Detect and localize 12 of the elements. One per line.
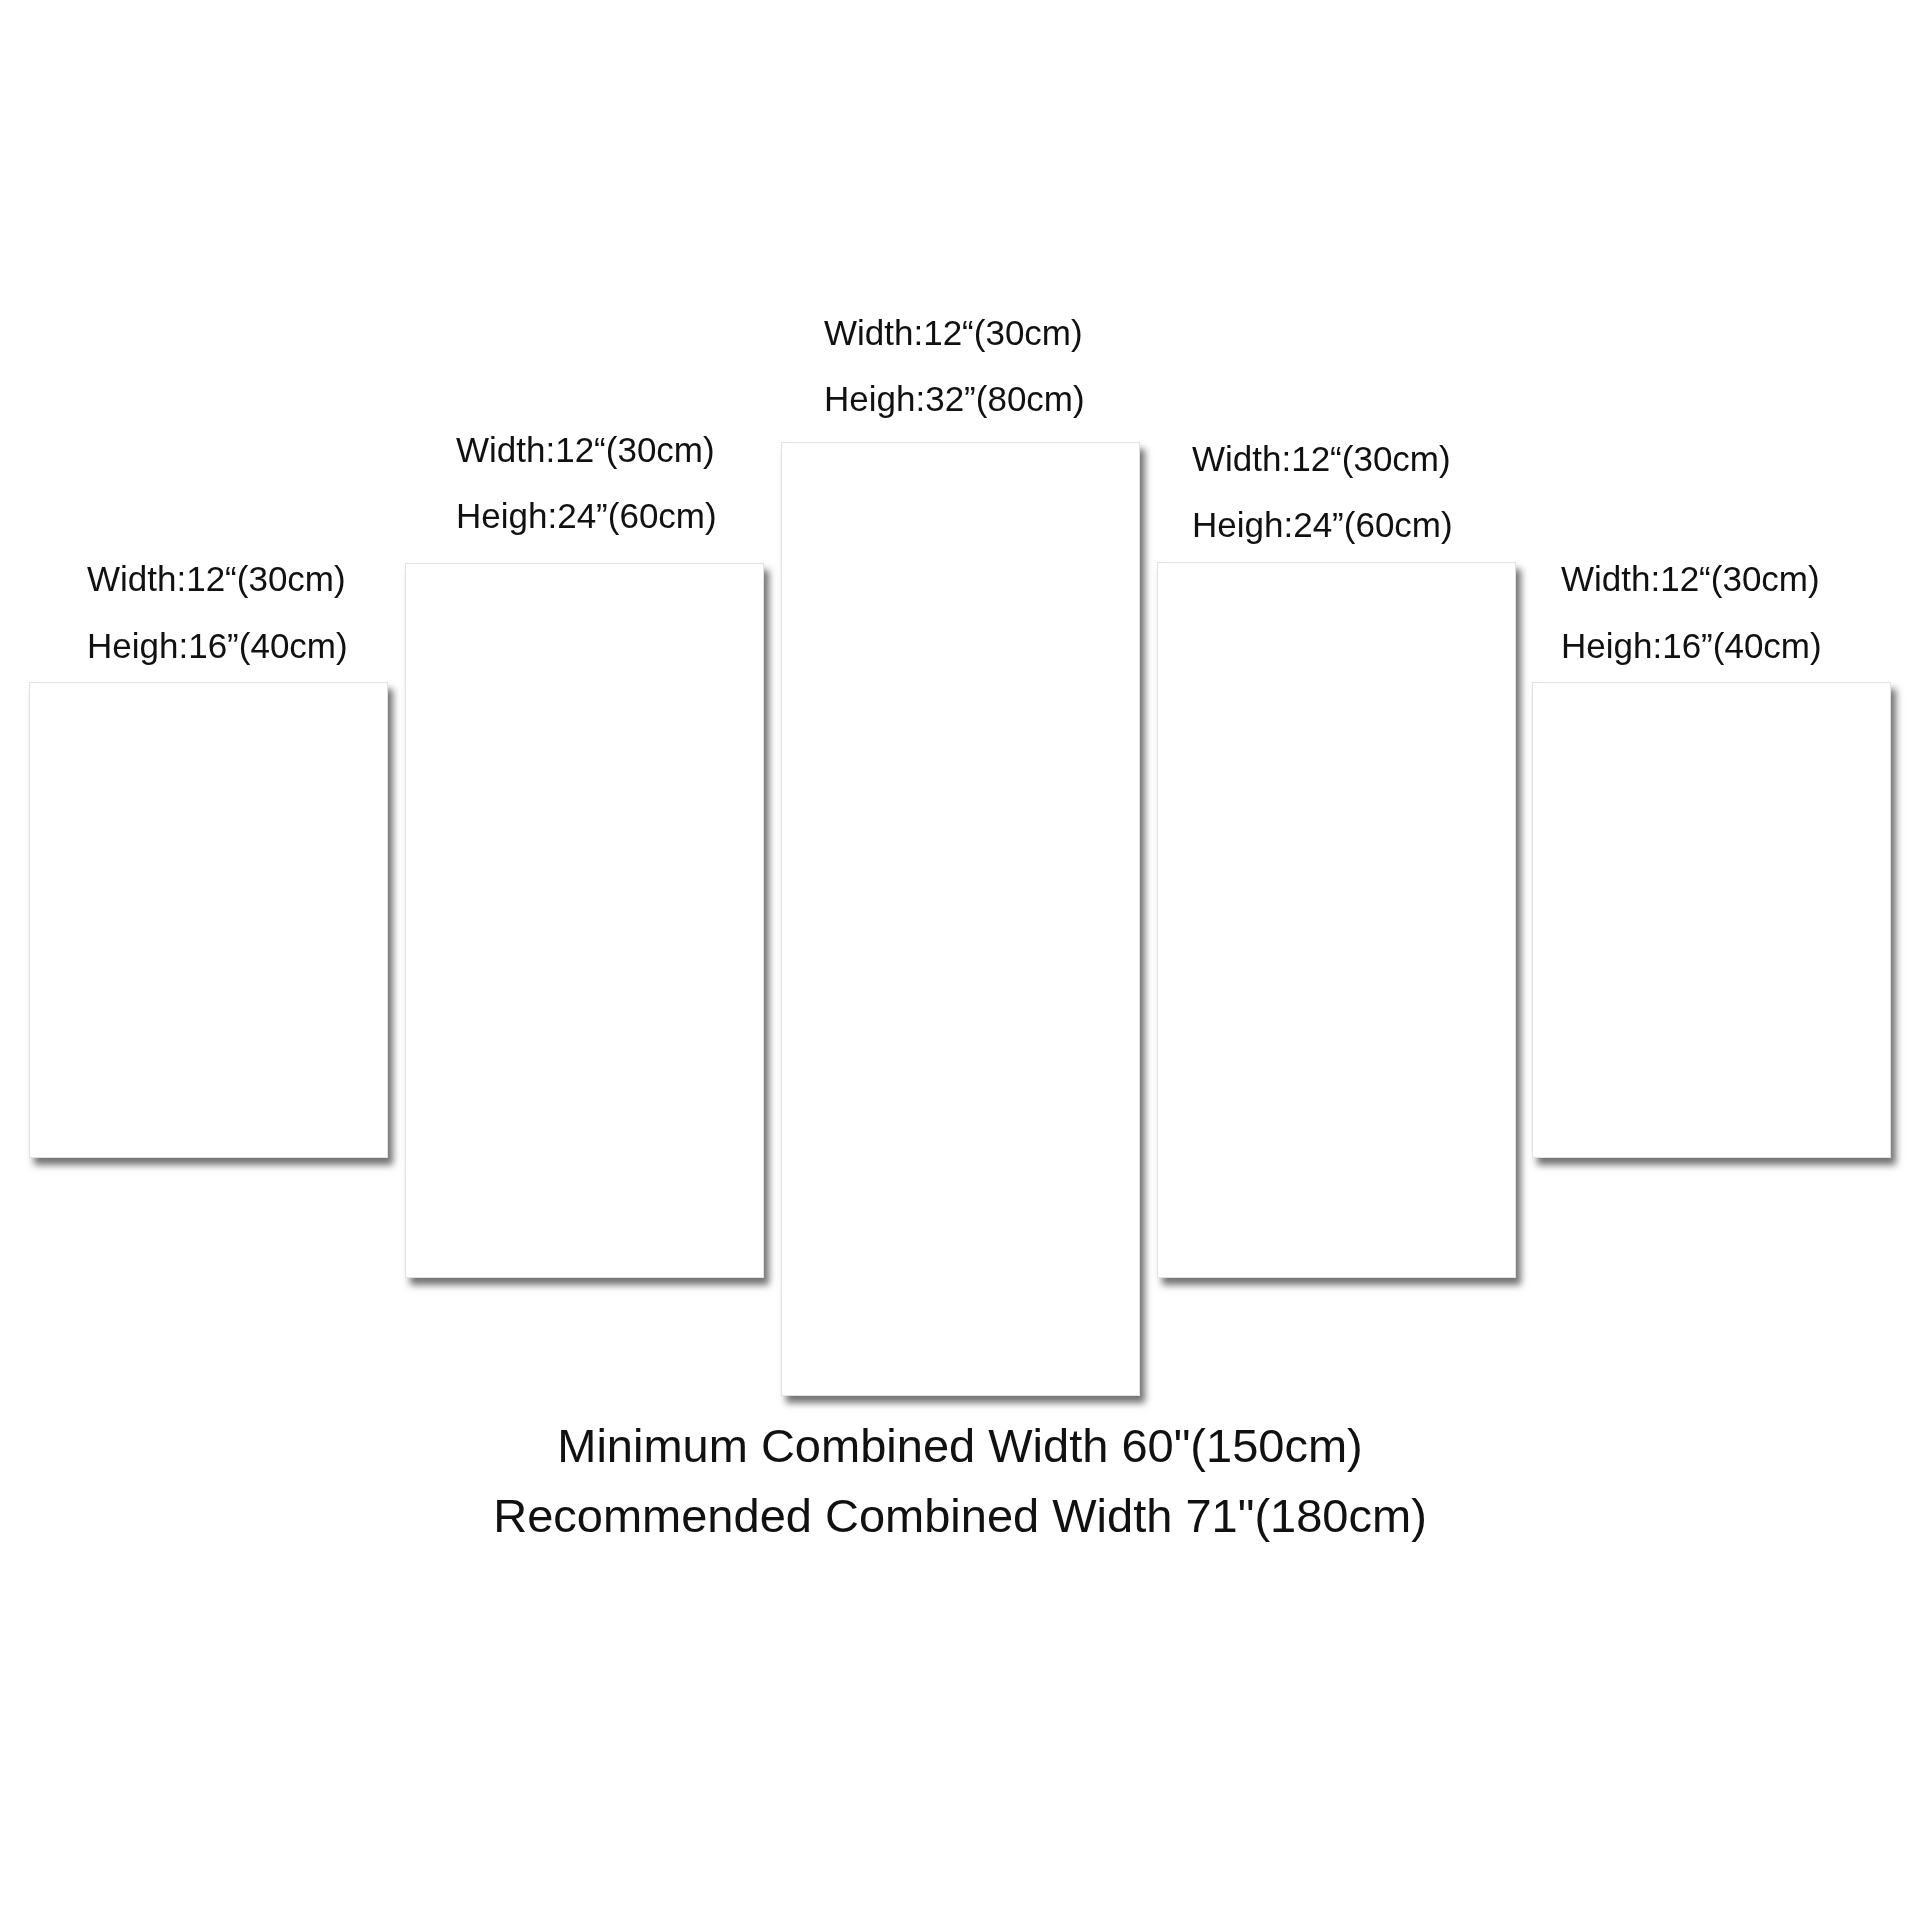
width-dimension: Width:12“(30cm) — [1561, 559, 1820, 599]
height-dimension: Heigh:24”(60cm) — [456, 496, 717, 536]
combined-width-note: Recommended Combined Width 71"(180cm) — [493, 1488, 1427, 1544]
height-dimension: Heigh:16”(40cm) — [87, 626, 348, 666]
height-dimension: Heigh:16”(40cm) — [1561, 626, 1822, 666]
height-dimension: Heigh:24”(60cm) — [1192, 505, 1453, 545]
width-dimension: Width:12“(30cm) — [1192, 439, 1451, 479]
width-dimension: Width:12“(30cm) — [824, 313, 1083, 353]
combined-width-note: Minimum Combined Width 60"(150cm) — [557, 1418, 1363, 1474]
width-dimension: Width:12“(30cm) — [87, 559, 346, 599]
width-dimension: Width:12“(30cm) — [456, 430, 715, 470]
height-dimension: Heigh:32”(80cm) — [824, 379, 1085, 419]
